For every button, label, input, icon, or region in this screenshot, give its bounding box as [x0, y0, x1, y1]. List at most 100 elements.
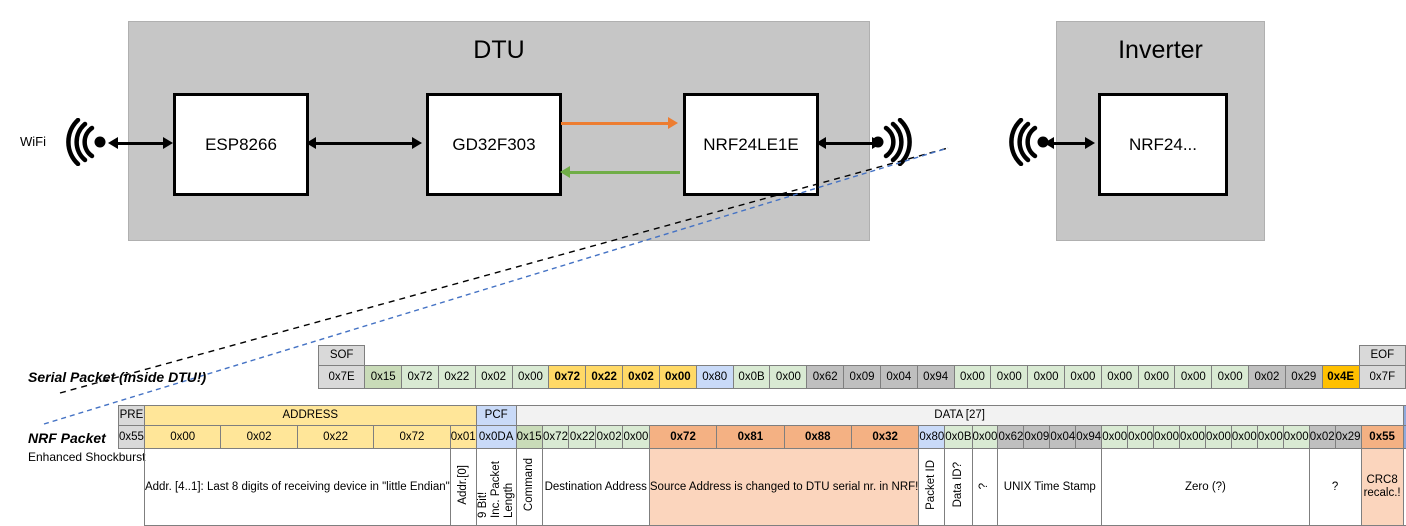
nrf-pcf-header: PCF: [476, 406, 516, 426]
arrow-esp-gd32: [313, 142, 417, 145]
vertical-label: Command: [523, 458, 536, 511]
nrf-byte-21: 0x00: [1231, 426, 1257, 449]
nrf-byte-3: 0x02: [596, 426, 623, 449]
serial-byte-5: 0x72: [549, 366, 586, 389]
nrf-crc8-description: CRC8 recalc.!: [1361, 449, 1403, 526]
arrowhead-antenna-inverter-right: [1085, 137, 1095, 149]
arrowhead-nrf-to-gd32-rx: [560, 166, 570, 178]
chip-esp8266-label: ESP8266: [205, 135, 277, 155]
vertical-label: Packet ID: [925, 460, 938, 510]
chip-nrf24-inverter-label: NRF24...: [1129, 135, 1197, 155]
nrf-packet-row-label: NRF Packet: [28, 430, 106, 446]
serial-byte-0: 0x15: [365, 366, 402, 389]
serial-byte-19: 0x00: [1064, 366, 1101, 389]
nrf-pcf-value: 0x0DA: [476, 426, 516, 449]
serial-byte-21: 0x00: [1138, 366, 1175, 389]
chip-nrf24-inverter: NRF24...: [1098, 93, 1228, 196]
nrf-address-byte-2: 0x22: [297, 426, 373, 449]
chip-gd32f303-label: GD32F303: [452, 135, 535, 155]
serial-byte-16: 0x00: [954, 366, 991, 389]
nrf-byte-10: 0x0B: [945, 426, 972, 449]
dtu-antenna-icon: [868, 118, 916, 166]
vertical-label: 9 Bit!Inc. Packet Length: [477, 452, 516, 518]
nrf-timestamp-description: UNIX Time Stamp: [998, 449, 1102, 526]
serial-sof-header: SOF: [319, 346, 365, 366]
arrowhead-gd32-to-nrf-tx: [668, 117, 678, 129]
nrf-byte-15: 0x94: [1076, 426, 1102, 449]
nrf-description-row: Addr. [4..1]: Last 8 digits of receiving…: [119, 449, 1406, 526]
serial-byte-10: 0x0B: [733, 366, 770, 389]
serial-byte-15: 0x94: [917, 366, 954, 389]
nrf-addr0-value: 0x01: [450, 426, 476, 449]
nrf-byte-2: 0x22: [569, 426, 596, 449]
nrf-zero-description: Zero (?): [1102, 449, 1310, 526]
nrf-byte-22: 0x00: [1257, 426, 1283, 449]
inverter-title: Inverter: [1057, 36, 1264, 64]
serial-sof-value: 0x7E: [319, 366, 365, 389]
arrowhead-wifi-esp-left: [108, 137, 118, 149]
serial-header-blank: [365, 346, 1359, 366]
serial-byte-20: 0x00: [1101, 366, 1138, 389]
serial-byte-6: 0x22: [586, 366, 623, 389]
serial-byte-24: 0x02: [1249, 366, 1286, 389]
arrow-wifi-esp: [112, 142, 168, 145]
nrf-data-header: DATA [27]: [516, 406, 1403, 426]
arrowhead-antenna-inverter-left: [1044, 137, 1054, 149]
nrf-address-header: ADDRESS: [144, 406, 476, 426]
chip-gd32f303: GD32F303: [426, 93, 562, 196]
nrf-byte-9: 0x80: [919, 426, 945, 449]
nrf-byte-0: 0x15: [516, 426, 542, 449]
serial-byte-12: 0x62: [807, 366, 844, 389]
vertical-label: Addr.[0]: [457, 465, 470, 505]
serial-header-row: SOF EOF: [319, 346, 1406, 366]
serial-byte-23: 0x00: [1212, 366, 1249, 389]
serial-byte-2: 0x22: [438, 366, 475, 389]
nrf-byte-8: 0x32: [851, 426, 918, 449]
nrf-byte-4: 0x00: [623, 426, 650, 449]
wifi-antenna-icon: [62, 118, 110, 166]
serial-eof-header: EOF: [1359, 346, 1405, 366]
nrf-byte-19: 0x00: [1180, 426, 1206, 449]
nrf-pcf-description: 9 Bit!Inc. Packet Length: [476, 449, 516, 526]
wifi-label: WiFi: [20, 134, 46, 149]
serial-byte-18: 0x00: [1028, 366, 1065, 389]
serial-byte-9: 0x80: [696, 366, 733, 389]
nrf-pre-value: 0x55: [119, 426, 145, 449]
serial-byte-25: 0x29: [1285, 366, 1322, 389]
nrf-address-byte-0: 0x00: [144, 426, 220, 449]
serial-byte-7: 0x02: [623, 366, 660, 389]
nrf-pre-header: PRE: [119, 406, 145, 426]
serial-byte-17: 0x00: [991, 366, 1028, 389]
nrf-unknown2-description: ?: [1309, 449, 1361, 526]
nrf-byte-17: 0x00: [1128, 426, 1154, 449]
vertical-label: Data ID?: [952, 462, 965, 507]
serial-byte-4: 0x00: [512, 366, 549, 389]
serial-byte-11: 0x00: [770, 366, 807, 389]
nrf-addr0-description: Addr.[0]: [450, 449, 476, 526]
dtu-title: DTU: [129, 36, 869, 64]
serial-byte-14: 0x04: [880, 366, 917, 389]
nrf-pre-desc-spacer: [119, 449, 145, 526]
nrf-address-description: Addr. [4..1]: Last 8 digits of receiving…: [144, 449, 450, 526]
arrow-gd32-to-nrf-tx: [561, 122, 671, 125]
nrf-byte-16: 0x00: [1102, 426, 1128, 449]
nrf-address-byte-3: 0x72: [374, 426, 450, 449]
nrf-packet-id-description: Packet ID: [919, 449, 945, 526]
serial-byte-26: 0x4E: [1322, 366, 1359, 389]
arrowhead-esp-gd32-left: [306, 137, 316, 149]
arrowhead-nrf-antenna-left: [816, 137, 826, 149]
nrf-byte-5: 0x72: [649, 426, 716, 449]
nrf-byte-14: 0x04: [1050, 426, 1076, 449]
chip-nrf24le1e-label: NRF24LE1E: [703, 135, 798, 155]
serial-byte-3: 0x02: [475, 366, 512, 389]
nrf-byte-26: 0x55: [1361, 426, 1403, 449]
nrf-byte-13: 0x09: [1024, 426, 1050, 449]
chip-esp8266: ESP8266: [173, 93, 309, 196]
nrf-destination-description: Destination Address: [542, 449, 649, 526]
serial-eof-value: 0x7F: [1359, 366, 1405, 389]
arrowhead-wifi-esp-right: [163, 137, 173, 149]
